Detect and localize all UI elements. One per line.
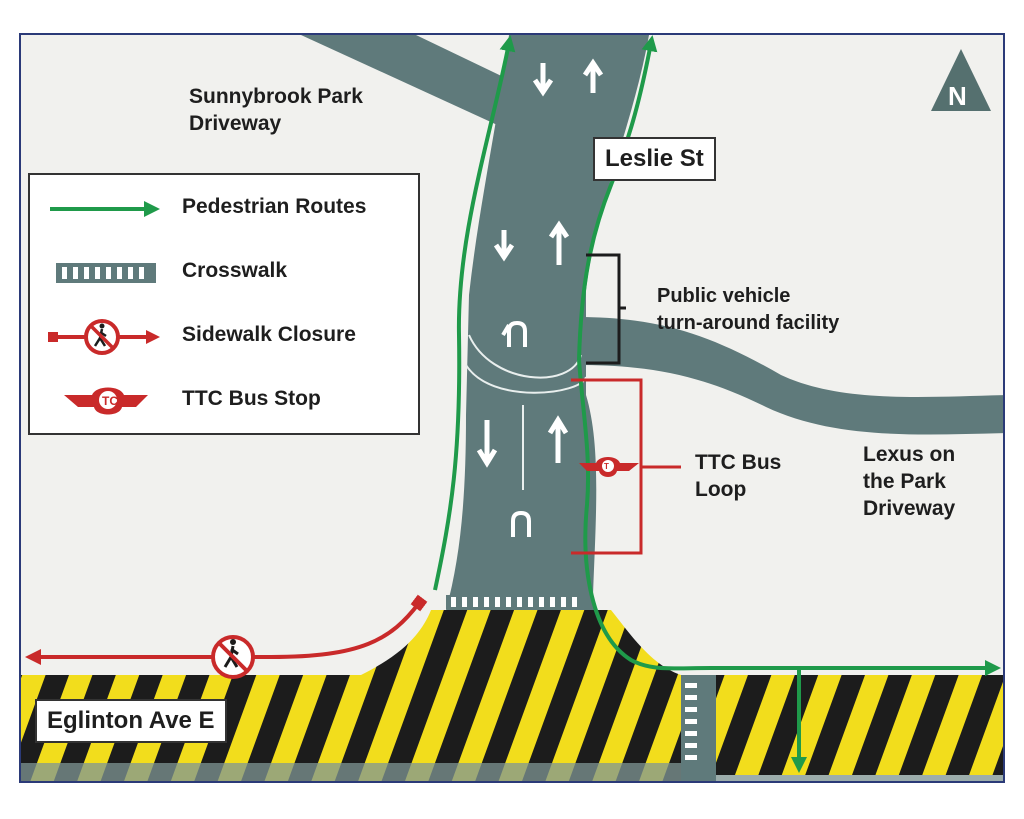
crosswalk-leslie xyxy=(446,595,591,609)
legend-label: Sidewalk Closure xyxy=(182,323,356,346)
turnaround-bracket xyxy=(586,253,626,365)
construction-zone-right xyxy=(716,675,1003,775)
legend-pedestrian-routes: Pedestrian Routes xyxy=(30,189,418,229)
map-frame: T N Sunnybrook Park Driveway Leslie St P… xyxy=(19,33,1005,783)
ttc-stop-icon: T xyxy=(579,457,639,477)
north-arrow-icon xyxy=(931,49,991,111)
leslie-st-label: Leslie St xyxy=(593,137,716,181)
sidewalk-closure-icon xyxy=(48,319,160,355)
north-label: N xyxy=(948,81,967,111)
ttc-loop-label: TTC Bus Loop xyxy=(695,451,782,501)
legend-label: Crosswalk xyxy=(182,259,288,282)
legend-sidewalk-closure: Sidewalk Closure xyxy=(30,317,418,357)
legend-ttc-bus-stop: TC TTC Bus Stop xyxy=(30,381,418,421)
map-legend: Pedestrian Routes Crosswalk xyxy=(28,173,420,435)
legend-label: Pedestrian Routes xyxy=(182,195,367,218)
svg-text:TC: TC xyxy=(102,394,118,408)
sunnybrook-driveway-road xyxy=(301,35,541,145)
green-arrow-icon xyxy=(50,201,160,217)
sidewalk-closure-route xyxy=(25,594,428,665)
crosswalk-eglinton xyxy=(681,675,716,781)
lexus-driveway-road xyxy=(576,317,1003,435)
svg-text:T: T xyxy=(604,462,609,471)
crosswalk-icon xyxy=(56,263,156,283)
construction-zone-left xyxy=(21,610,681,781)
public-vehicle-label: Public vehicle turn-around facility xyxy=(657,285,840,334)
sunnybrook-label: Sunnybrook Park Driveway xyxy=(189,85,363,135)
eglinton-label: Eglinton Ave E xyxy=(35,699,227,743)
ttc-logo-icon: TC xyxy=(64,387,148,415)
lexus-label: Lexus on the Park Driveway xyxy=(863,443,956,520)
bus-loop-bracket xyxy=(571,378,681,555)
lane-arrows xyxy=(476,58,604,537)
legend-crosswalk: Crosswalk xyxy=(30,253,418,293)
legend-label: TTC Bus Stop xyxy=(182,387,321,410)
no-pedestrian-icon xyxy=(211,635,255,679)
pedestrian-routes xyxy=(433,35,1001,773)
